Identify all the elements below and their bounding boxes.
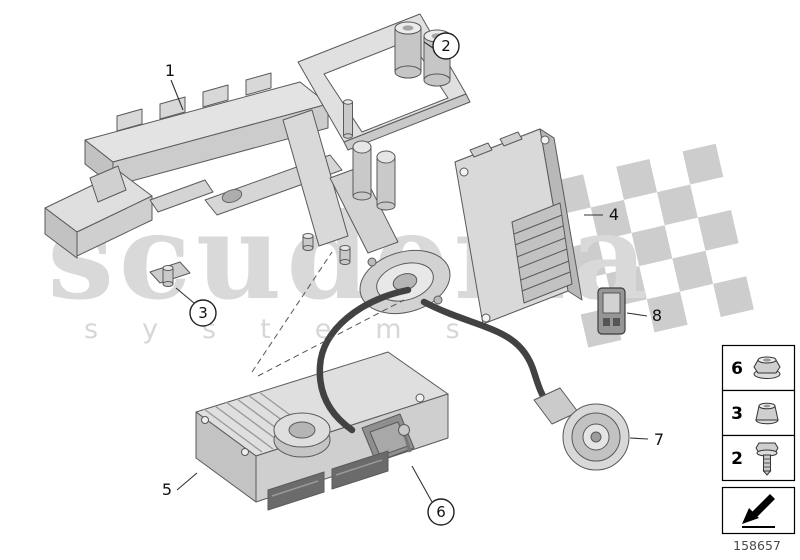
mount-hole [481, 313, 491, 323]
screw-icon [755, 442, 779, 476]
connector-block [331, 450, 389, 490]
mount-studs [343, 99, 396, 211]
installation-direction-arrow-icon [742, 494, 775, 528]
hex-nut-icon [755, 402, 779, 425]
bracket-tab [159, 96, 186, 120]
cables [316, 286, 552, 434]
assembly-dashed-lines [251, 251, 405, 377]
bracket-tab [116, 108, 143, 132]
bracket-tab [202, 84, 229, 108]
callout-1: 1 [165, 61, 184, 111]
connector-block [267, 471, 325, 511]
legend-row-6: 6 [721, 344, 796, 392]
callouts: 1 2 3 4 5 6 7 8 [162, 32, 664, 526]
corner-screw [201, 416, 209, 424]
callout-1-label: 1 [165, 61, 175, 80]
flange-nut-icon [753, 356, 781, 379]
bracket-hole [221, 189, 243, 203]
callout-3: 3 [175, 287, 217, 327]
callout-4-label: 4 [609, 205, 619, 224]
control-module-upper [454, 128, 583, 325]
cable-to-connector [420, 298, 552, 408]
callout-5-label: 5 [162, 480, 172, 499]
callout-3-label: 3 [198, 304, 208, 322]
callout-7: 7 [629, 430, 664, 449]
control-module-lower [195, 351, 449, 511]
round-connector [533, 387, 630, 471]
fasteners-legend: 6 3 2 [721, 344, 796, 553]
callout-4: 4 [584, 205, 619, 224]
watermark-tagline: systems [84, 314, 504, 345]
bracket-tab [245, 72, 272, 96]
callout-6: 6 [411, 465, 455, 526]
bolt-item6 [398, 424, 410, 436]
callout-7-label: 7 [654, 430, 664, 449]
legend-row-2-label: 2 [731, 449, 743, 469]
legend-row-6-label: 6 [731, 359, 743, 379]
callout-8: 8 [626, 306, 662, 325]
legend-row-3-label: 3 [731, 404, 743, 424]
mount-hole [540, 135, 550, 145]
mount-hole [415, 393, 425, 403]
callout-8-label: 8 [652, 306, 662, 325]
legend-row-3: 3 [721, 389, 796, 437]
screw-pins [162, 233, 351, 287]
callout-6-label: 6 [436, 503, 446, 521]
callout-2-label: 2 [441, 37, 451, 55]
retaining-clip [597, 287, 626, 335]
callout-2: 2 [423, 32, 460, 60]
corner-screw [241, 448, 249, 456]
carrier-bracket [44, 72, 399, 284]
diagram-number: 158657 [733, 538, 781, 553]
mount-hole [459, 167, 469, 177]
cable-loop [316, 286, 412, 434]
legend-direction-box [721, 486, 796, 535]
legend-row-2: 2 [721, 434, 796, 482]
callout-5: 5 [162, 472, 198, 499]
